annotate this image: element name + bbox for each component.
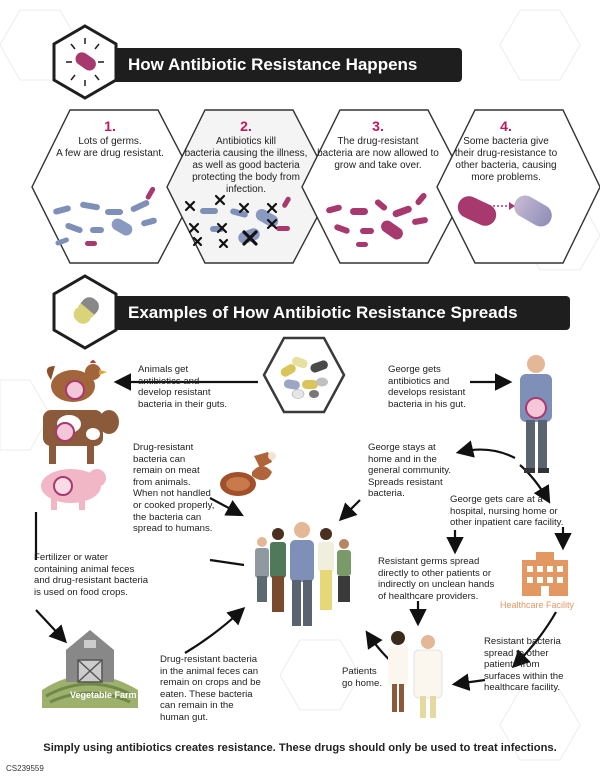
section1-banner [70,48,462,82]
footer-message: Simply using antibiotics creates resista… [43,742,557,754]
pill-badge-icon [52,274,118,350]
section1-title: How Antibiotic Resistance Happens [128,55,418,74]
step1-number: 1. [104,118,116,134]
antibiotics-pills-icon [262,336,346,414]
step4-hex [436,109,600,264]
patients-icon [388,631,443,718]
step2-text: Antibiotics kill bacteria causing the il… [184,136,308,195]
step3-resistant-bacteria-icon [326,192,428,247]
step2-hex [166,109,334,264]
document-code: CS239559 [6,764,44,773]
george-antibiotics-text: George gets antibiotics and develops res… [388,364,466,410]
step3-hex [301,109,469,264]
care-facility-text: George gets care at a hospital, nursing … [450,494,564,529]
meat-food-icon [220,452,276,496]
vegetable-farm-icon [42,630,138,708]
step2-number: 2. [240,118,252,134]
section2-banner [70,296,570,330]
step3-text: The drug-resistant bacteria are now allo… [317,136,439,171]
community-people-icon [255,522,351,626]
farm-label: Vegetable Farm [70,690,137,700]
bacteria-badge-icon [52,24,118,100]
george-person-icon [520,355,552,473]
surfaces-text: Resistant bacteria spread to other patie… [484,636,564,694]
germs-spread-text: Resistant germs spread directly to other… [378,556,495,602]
step4-number: 4. [500,118,512,134]
farm-animals-icon [41,360,119,510]
patients-text: Patients go home. [342,666,383,689]
step1-text: Lots of germs. A few are drug resistant. [56,136,164,159]
home-community-text: George stays at home and in the general … [368,442,452,500]
facility-label: Healthcare Facility [500,600,575,610]
step4-transfer-icon [457,195,552,227]
step1-bacteria-icon [53,186,157,246]
crops-text: Drug-resistant bacteria in the animal fe… [160,654,261,723]
step4-text: Some bacteria give their drug-resistance… [454,136,558,183]
step2-killed-bacteria-icon [184,194,291,249]
fertilizer-text: Fertilizer or water containing animal fe… [34,552,149,598]
step3-number: 3. [372,118,384,134]
meat-text: Drug-resistant bacteria can remain on me… [133,442,215,535]
section2-title: Examples of How Antibiotic Resistance Sp… [128,303,518,322]
animals-text: Animals get antibiotics and develop resi… [138,364,228,410]
hospital-building-icon [522,552,568,596]
